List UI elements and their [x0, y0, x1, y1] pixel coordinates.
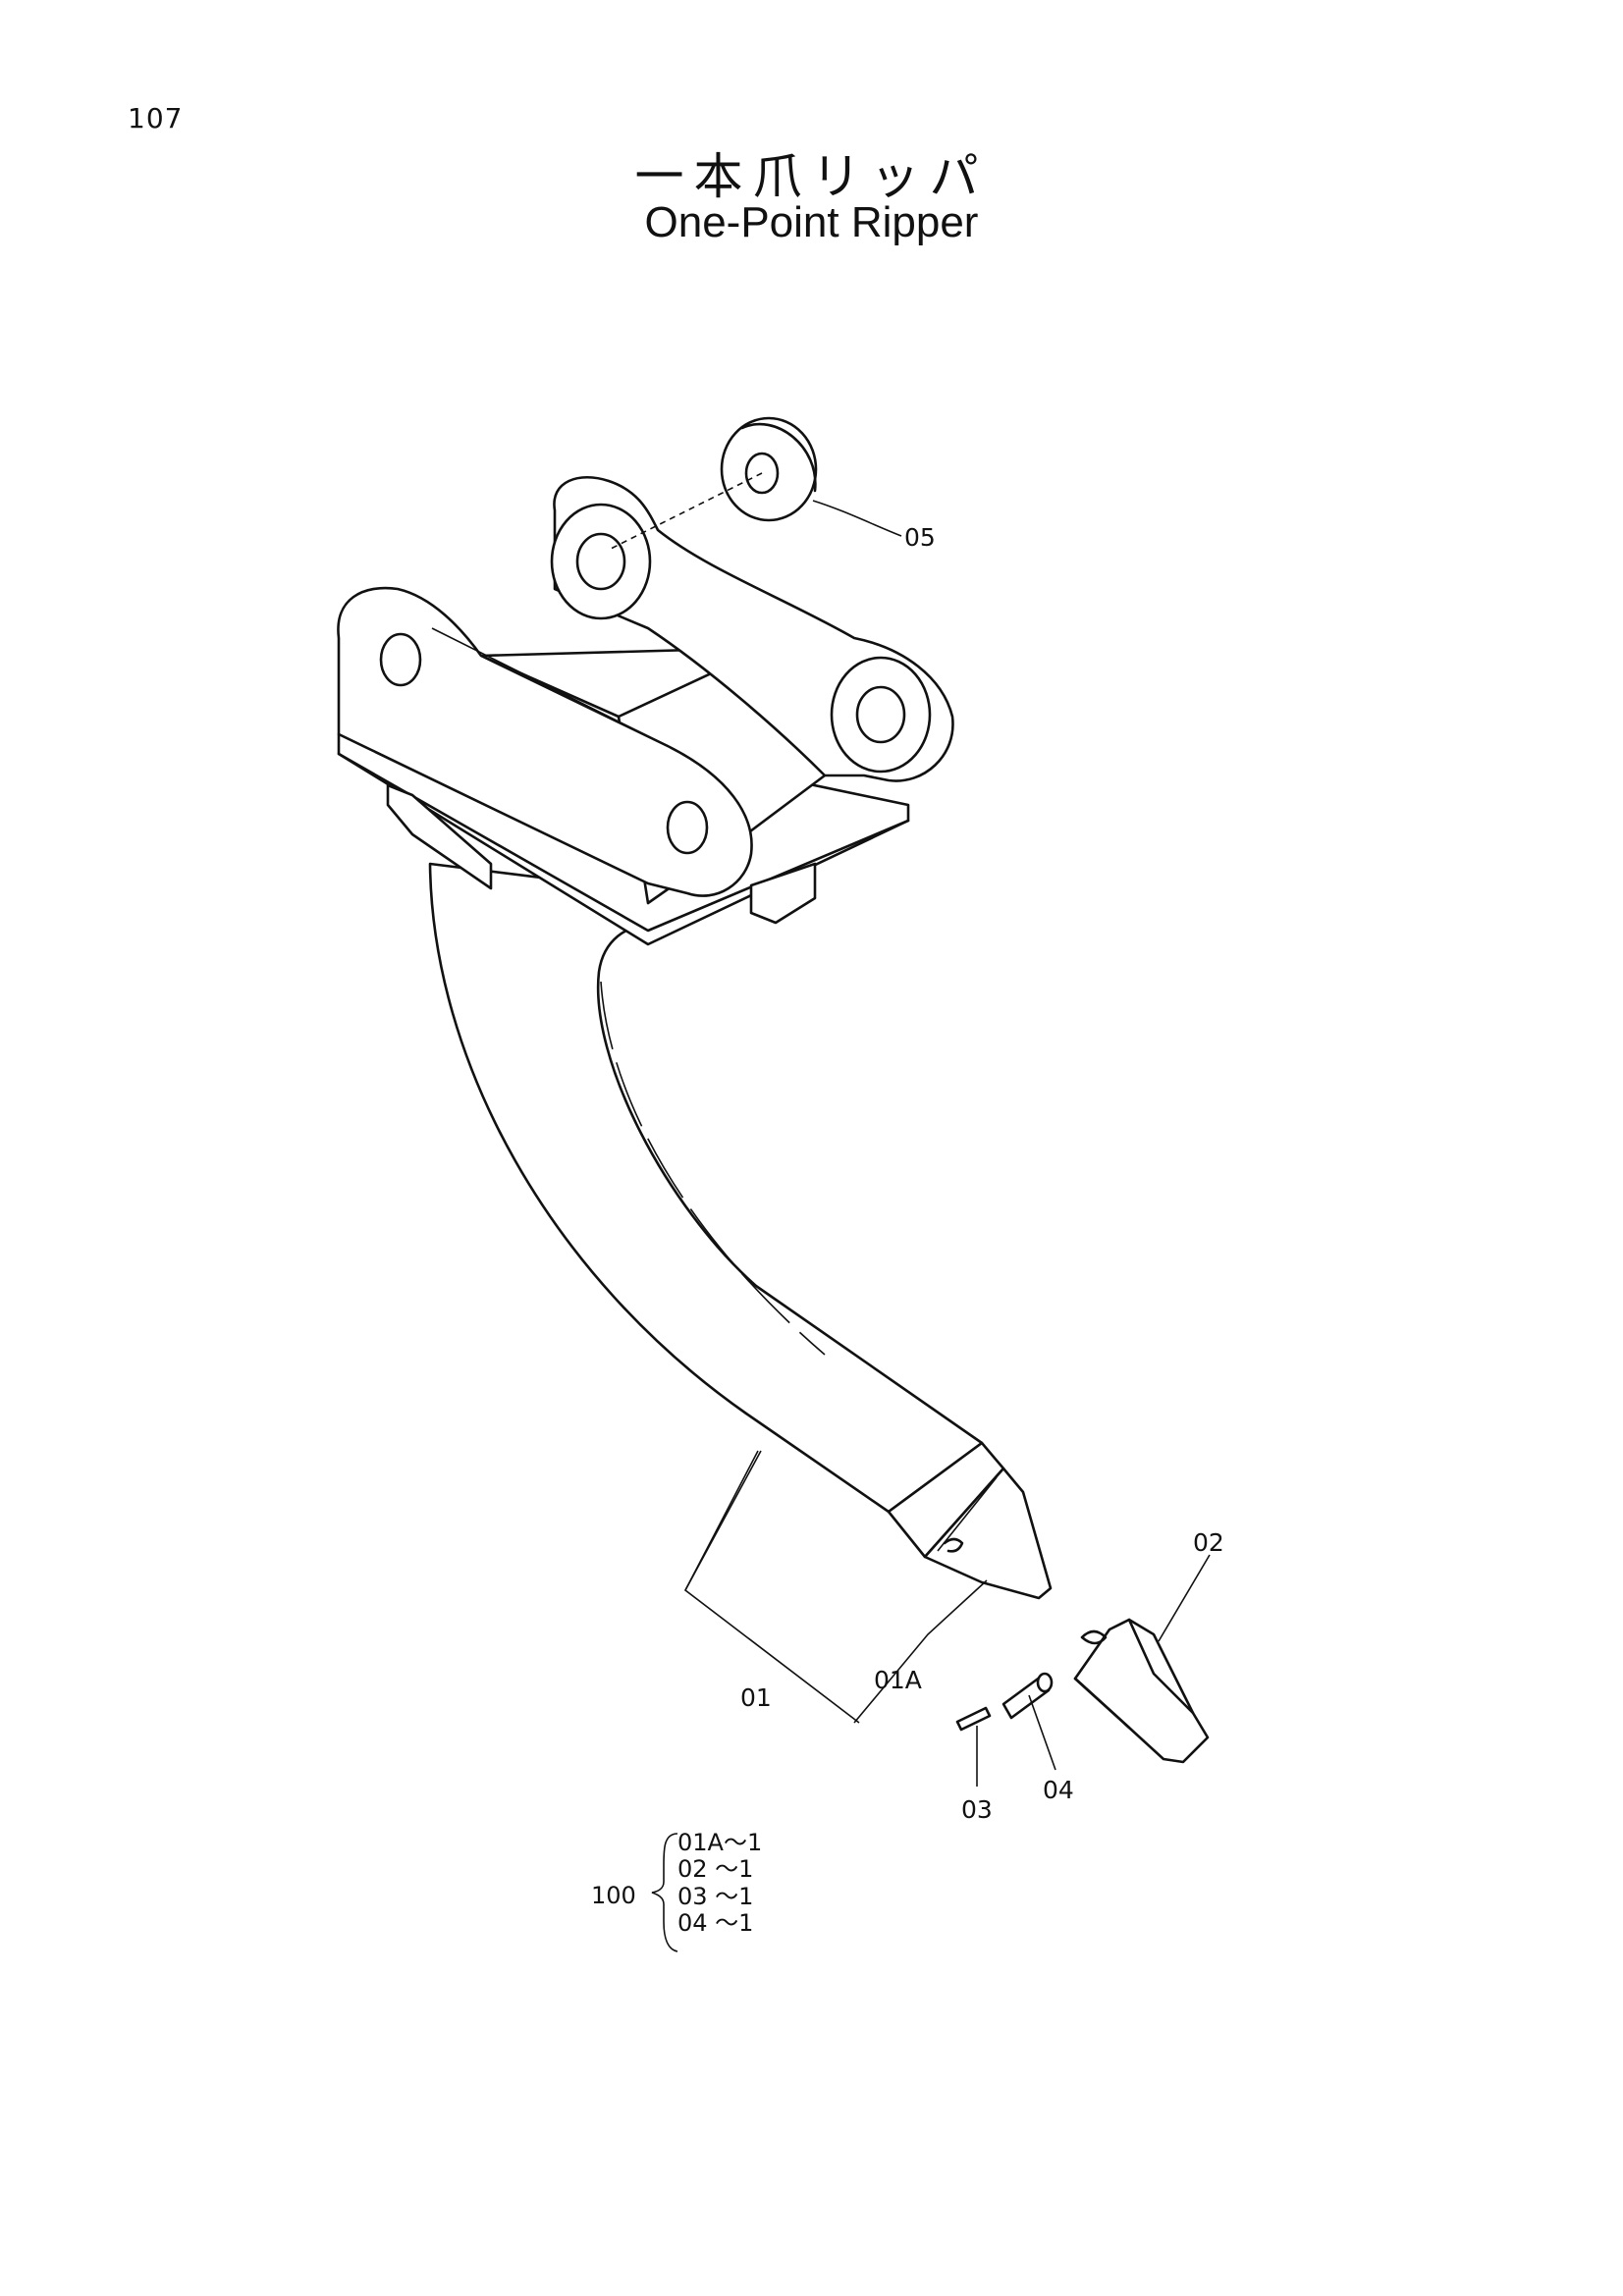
- kit-item: 04 ～1: [677, 1909, 753, 1937]
- callout-03: 03: [961, 1795, 993, 1824]
- callout-01: 01: [740, 1683, 772, 1712]
- callout-05: 05: [904, 523, 936, 552]
- kit-item: 01A～1: [677, 1829, 762, 1856]
- callout-02: 02: [1193, 1528, 1224, 1557]
- kit-number: 100: [591, 1882, 636, 1909]
- part-05-collar: [608, 416, 818, 551]
- kit-item: 03 ～1: [677, 1883, 753, 1910]
- callout-04: 04: [1043, 1776, 1074, 1804]
- part-02-tooth: [1073, 1618, 1210, 1764]
- callout-01a: 01A: [874, 1666, 922, 1694]
- ripper-shank: [428, 862, 1053, 1600]
- title-japanese: 一本爪リッパ: [634, 148, 989, 205]
- kit-item: 02 ～1: [677, 1855, 753, 1883]
- leader-lines: [651, 500, 1211, 1952]
- part-04-sleeve: [1001, 1672, 1054, 1720]
- mounting-bracket: [337, 476, 954, 946]
- part-03-pin: [955, 1706, 992, 1732]
- title-english: One-Point Ripper: [644, 198, 979, 246]
- page-number: 107: [128, 102, 184, 134]
